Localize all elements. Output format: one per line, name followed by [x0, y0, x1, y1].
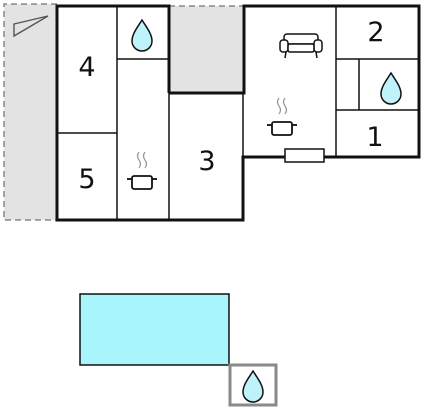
- room-3-label: 3: [198, 146, 215, 177]
- water-drop-icon: [242, 369, 264, 403]
- building-walls: [55, 4, 421, 222]
- radiator-icon: [284, 148, 325, 163]
- courtyard-area: [169, 5, 243, 93]
- water-drop-icon: [131, 18, 153, 52]
- room-4-label: 4: [78, 52, 95, 83]
- swimming-pool: [79, 293, 230, 366]
- terrace-area: [3, 3, 57, 221]
- room-1-label: 1: [366, 122, 383, 153]
- water-drop-icon: [380, 71, 402, 105]
- room-5-label: 5: [78, 164, 95, 195]
- sofa-icon: [279, 33, 323, 59]
- cooking-pot-icon: [267, 97, 297, 136]
- cooking-pot-icon: [127, 151, 157, 190]
- room-2-label: 2: [367, 17, 384, 48]
- terrace-flag-icon: [13, 15, 49, 38]
